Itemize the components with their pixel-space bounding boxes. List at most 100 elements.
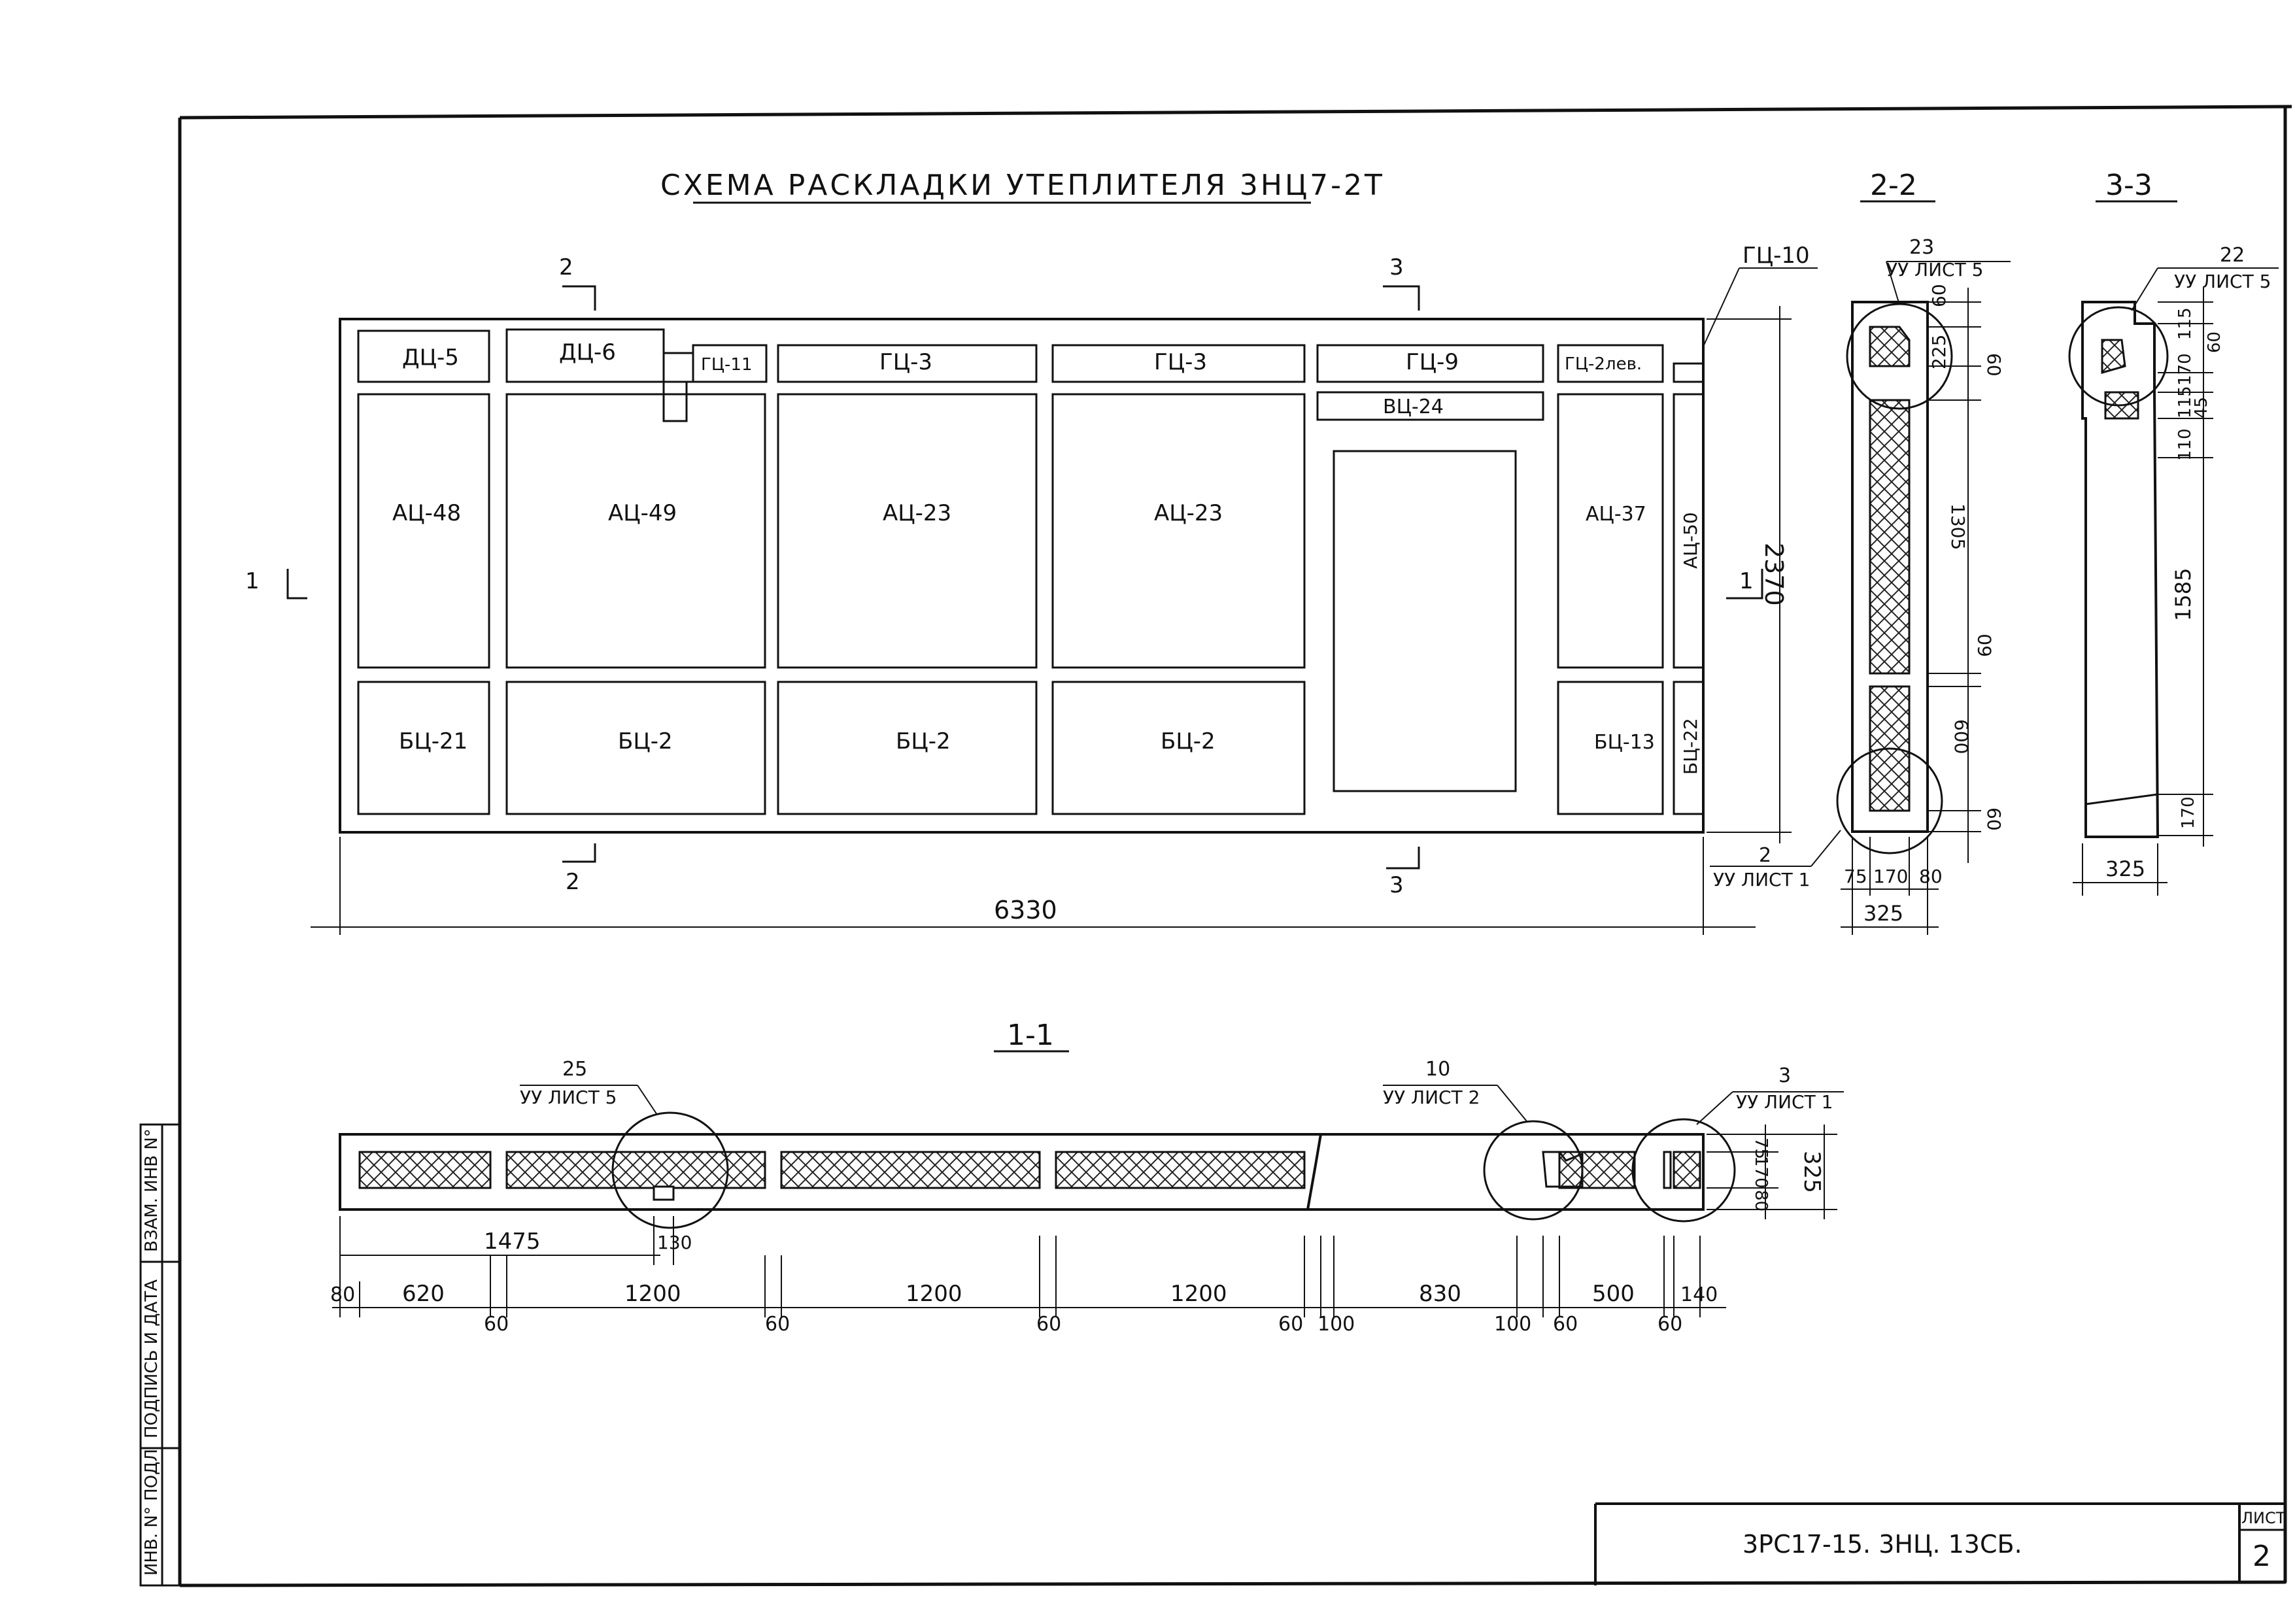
label-dc6: ДЦ-6 xyxy=(559,339,616,365)
s33-dim-325: 325 xyxy=(2105,856,2145,881)
callout-c-ref: УУ ЛИСТ 1 xyxy=(1713,869,1810,890)
s22-dim-60a: 60 xyxy=(1928,284,1950,307)
s11-dim-100b: 100 xyxy=(1494,1313,1531,1336)
label-ac50: АЦ-50 xyxy=(1680,512,1701,569)
label-bc2a: БЦ-2 xyxy=(618,728,673,754)
s11-dim-60d: 60 xyxy=(1278,1313,1303,1336)
label-bc2b: БЦ-2 xyxy=(896,728,951,754)
label-ac48: АЦ-48 xyxy=(392,500,461,526)
s33-dim-45: 45 xyxy=(2192,397,2211,418)
s33-dim-170b: 170 xyxy=(2179,796,2198,829)
label-ac49: АЦ-49 xyxy=(608,500,677,526)
label-bc22: БЦ-22 xyxy=(1680,718,1701,775)
s11-dim-r325: 325 xyxy=(1799,1151,1825,1193)
cut-3-bottom-mark xyxy=(1386,847,1420,870)
section-3-3-drawing xyxy=(2068,301,2169,838)
section-3-3-title: 3-3 xyxy=(2105,169,2152,202)
cut-3-bottom-label: 3 xyxy=(1389,872,1404,898)
side-podpis-data: ПОДПИСЬ И ДАТА xyxy=(142,1279,162,1438)
s11-dim-1200c: 1200 xyxy=(1170,1281,1227,1307)
s11-dim-830: 830 xyxy=(1419,1281,1461,1307)
label-gc10: ГЦ-10 xyxy=(1742,243,1810,269)
callout-b-ref: УУ ЛИСТ 5 xyxy=(2174,271,2271,292)
stamp-sheet-number: 2 xyxy=(2252,1540,2271,1573)
dim-total-height: 2370 xyxy=(1760,543,1788,606)
section-1-1-title: 1-1 xyxy=(1007,1019,1054,1052)
side-inv-podl: ИНВ. N° ПОДЛ xyxy=(142,1449,162,1576)
label-bc13: БЦ-13 xyxy=(1594,731,1655,754)
s11-dim-1200b: 1200 xyxy=(906,1281,962,1307)
cut-1-right-label: 1 xyxy=(1739,568,1754,594)
label-gc11: ГЦ-11 xyxy=(701,355,753,375)
s22-dim-600: 600 xyxy=(1950,719,1972,754)
s11-dim-1475: 1475 xyxy=(484,1228,541,1255)
cut-1-right-mark xyxy=(1726,569,1763,600)
callout-a-ref: УУ ЛИСТ 5 xyxy=(1886,259,1983,280)
s11-dim-130: 130 xyxy=(657,1232,692,1253)
cut-2-top-mark xyxy=(562,285,596,311)
s22-dim-170: 170 xyxy=(1873,866,1908,887)
detail-circle-3-3 xyxy=(2068,306,2169,407)
callout-e-number: 10 xyxy=(1425,1058,1450,1081)
s33-dim-115b: 115 xyxy=(2175,386,2195,418)
callout-d-number: 25 xyxy=(562,1058,587,1081)
s11-dim-500: 500 xyxy=(1592,1281,1635,1307)
s33-dim-110: 110 xyxy=(2175,428,2195,461)
callout-f-ref: УУ ЛИСТ 1 xyxy=(1736,1091,1833,1113)
s22-dim-60d: 60 xyxy=(1983,807,2005,831)
s11-dim-100a: 100 xyxy=(1318,1313,1355,1336)
s11-dim-60f: 60 xyxy=(1658,1313,1682,1336)
s22-dim-60b: 60 xyxy=(1983,353,2005,377)
callout-c-number: 2 xyxy=(1759,844,1771,867)
s11-dim-60e: 60 xyxy=(1553,1313,1578,1336)
s22-dim-1305: 1305 xyxy=(1947,503,1969,550)
wall-panel-elevation xyxy=(339,318,1705,834)
gc10-leader-diag xyxy=(1703,267,1740,347)
label-ac23b: АЦ-23 xyxy=(1154,500,1223,526)
cut-2-bottom-label: 2 xyxy=(566,869,580,895)
s33-dim-1585: 1585 xyxy=(2171,568,2196,621)
label-gc9: ГЦ-9 xyxy=(1406,349,1459,375)
detail-circle-3 xyxy=(1631,1118,1736,1223)
section-2-2-title: 2-2 xyxy=(1870,169,1917,202)
s11-dim-80: 80 xyxy=(330,1283,355,1306)
s22-dim-325: 325 xyxy=(1863,901,1903,926)
cut-2-bottom-mark xyxy=(562,843,596,863)
s11-dim-620: 620 xyxy=(402,1281,445,1307)
detail-circle-10 xyxy=(1483,1120,1584,1221)
callout-b-number: 22 xyxy=(2220,244,2245,267)
detail-circle-bottom xyxy=(1836,747,1943,854)
side-vzam-inv: ВЗАМ. ИНВ N° xyxy=(142,1128,162,1252)
s33-dim-115: 115 xyxy=(2175,307,2195,340)
sheet-frame xyxy=(139,105,2292,1587)
label-bc2c: БЦ-2 xyxy=(1161,728,1216,754)
label-gc3a: ГЦ-3 xyxy=(879,349,932,375)
s11-dim-r75: 75 xyxy=(1751,1138,1771,1159)
section-2-2-drawing xyxy=(1836,301,1953,854)
drawing-title: СХЕМА РАСКЛАДКИ УТЕПЛИТЕЛЯ 3НЦ7-2Т xyxy=(660,169,1385,202)
detail-circle-25 xyxy=(611,1111,729,1229)
s33-dim-60: 60 xyxy=(2205,331,2224,353)
label-dc5: ДЦ-5 xyxy=(402,345,459,371)
stamp-code: 3РС17-15. 3НЦ. 13СБ. xyxy=(1742,1530,2022,1559)
section-1-1-drawing xyxy=(339,1111,1736,1229)
cut-1-left-mark xyxy=(286,569,307,600)
s11-dim-1200a: 1200 xyxy=(624,1281,681,1307)
callout-f-number: 3 xyxy=(1778,1064,1791,1087)
s11-dim-r80: 80 xyxy=(1751,1190,1771,1211)
label-gc2: ГЦ-2лев. xyxy=(1565,354,1642,374)
s22-dim-80: 80 xyxy=(1919,866,1943,887)
s22-dim-225: 225 xyxy=(1928,335,1950,369)
callout-a-number: 23 xyxy=(1909,236,1934,259)
label-bc21: БЦ-21 xyxy=(399,728,468,754)
s11-dim-60c: 60 xyxy=(1036,1313,1061,1336)
cut-3-top-label: 3 xyxy=(1389,254,1404,280)
label-gc3b: ГЦ-3 xyxy=(1154,349,1207,375)
cut-2-top-label: 2 xyxy=(559,254,573,280)
s11-dim-60b: 60 xyxy=(765,1313,790,1336)
s33-dim-170: 170 xyxy=(2175,353,2195,386)
s11-dim-r170: 170 xyxy=(1751,1156,1771,1189)
s11-dim-140: 140 xyxy=(1680,1283,1718,1306)
s22-dim-60c: 60 xyxy=(1974,634,1996,657)
